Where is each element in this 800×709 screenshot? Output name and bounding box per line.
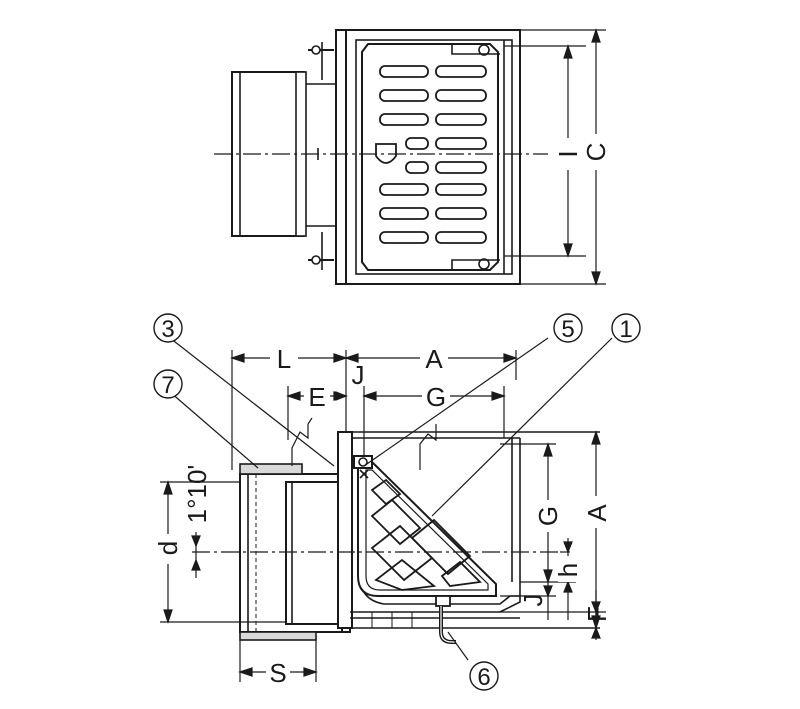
plan-lock-icon [375, 143, 397, 164]
dim-angle [191, 532, 201, 578]
plan-bolt-bottom [308, 232, 334, 270]
plan-view: I C [214, 28, 611, 286]
break-line-1 [291, 417, 313, 466]
callout-7: 7 [153, 369, 183, 399]
callout-3: 3 [153, 313, 183, 343]
label-A-top: A [425, 344, 443, 374]
svg-text:1: 1 [619, 316, 632, 343]
section-grate [357, 461, 497, 597]
plan-bolt-top [308, 42, 334, 80]
label-h: h [553, 563, 583, 577]
section-view: L A E J [153, 313, 641, 691]
label-d: d [153, 541, 183, 555]
svg-text:5: 5 [561, 316, 574, 343]
label-I: I [553, 150, 583, 157]
svg-text:3: 3 [161, 316, 174, 343]
label-G-side: G [533, 506, 563, 526]
callout-6: 6 [469, 661, 499, 691]
dim-J-side [500, 582, 556, 620]
label-L: L [277, 344, 291, 374]
callout-1: 1 [611, 313, 641, 343]
dim-F [500, 590, 606, 640]
label-A-side: A [582, 504, 612, 522]
label-C: C [581, 143, 611, 162]
dim-J-top [335, 386, 365, 456]
section-drain-pin [435, 595, 456, 644]
label-S: S [269, 658, 286, 688]
svg-text:7: 7 [161, 372, 174, 399]
label-G-top: G [426, 382, 446, 412]
section-grate-slots [370, 478, 482, 591]
callout-leaders [169, 337, 613, 661]
label-angle: 1°10' [182, 465, 212, 524]
break-line-2 [419, 424, 437, 470]
callout-5: 5 [553, 313, 583, 343]
label-F: F [582, 606, 612, 622]
label-J-side: J [518, 594, 548, 607]
svg-text:6: 6 [477, 664, 490, 691]
section-hinge-bolt [353, 455, 373, 479]
plan-grate-slots [379, 65, 487, 244]
label-J-top: J [352, 360, 365, 390]
label-E: E [308, 382, 325, 412]
